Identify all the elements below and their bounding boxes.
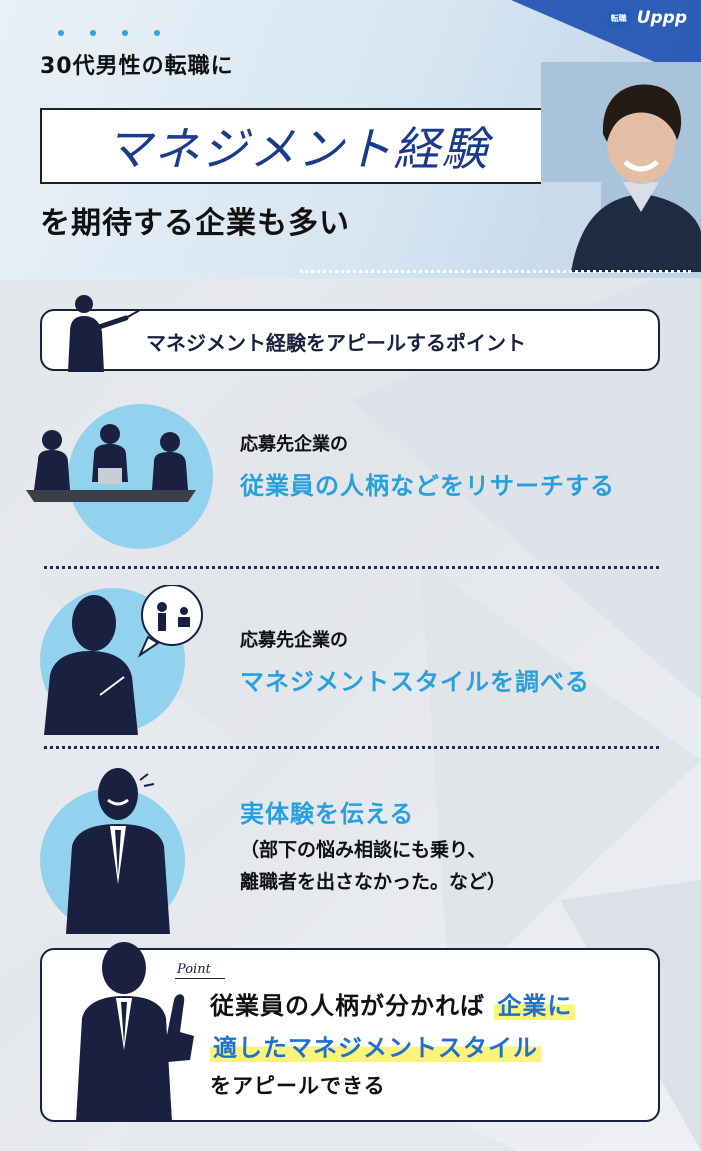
thumbs-up-man-silhouette-icon: [76, 942, 194, 1122]
header-banner: 転職 Uppp 30代男性の転職に マネジメント経験 を期待する企業も多い: [0, 0, 701, 278]
meeting-illustration-icon: [26, 424, 196, 502]
item2-lead: 応募先企業の: [240, 630, 348, 651]
item1-lead: 応募先企業の: [240, 434, 348, 455]
point-title-box: マネジメント経験をアピールするポイント: [40, 309, 660, 371]
brand-logo: 転職 Uppp: [606, 8, 687, 28]
item3-note-line2: 離職者を出さなかった。など）: [240, 871, 507, 893]
separator-1: [44, 566, 659, 569]
header-title: マネジメント経験: [105, 122, 490, 176]
header-tail: を期待する企業も多い: [40, 206, 350, 241]
man-in-suit-illustration-icon: [66, 768, 170, 934]
summary-line3: をアピールできる: [210, 1074, 386, 1098]
summary-line1-a: 従業員の人柄が分かれば: [210, 992, 485, 1020]
item3-note: （部下の悩み相談にも乗り、 離職者を出さなかった。など）: [240, 834, 506, 898]
point-script-label: Point: [175, 962, 225, 979]
smiling-man-photo: [541, 62, 701, 272]
logo-word: Uppp: [636, 8, 687, 28]
summary-line2: 適したマネジメントスタイル: [210, 1028, 541, 1063]
item2-main: マネジメントスタイルを調べる: [240, 668, 590, 696]
logo-badge: 転職: [606, 10, 631, 26]
header-title-box: マネジメント経験: [40, 108, 555, 184]
summary-highlight-1: 企業に: [494, 992, 576, 1020]
item1-main: 従業員の人柄などをリサーチする: [240, 472, 615, 500]
item1-circle: [68, 404, 213, 549]
header-dots: [58, 30, 160, 36]
header-subtitle: 30代男性の転職に: [40, 54, 234, 79]
presenter-silhouette-icon: [68, 295, 141, 372]
header-dotline: [300, 270, 691, 273]
summary-highlight-2: 適したマネジメントスタイル: [210, 1034, 541, 1062]
separator-2: [44, 746, 659, 749]
man-with-phone-illustration-icon: [44, 585, 203, 735]
point-title: マネジメント経験をアピールするポイント: [146, 331, 526, 355]
item3-main: 実体験を伝える: [240, 800, 415, 828]
item3-note-line1: （部下の悩み相談にも乗り、: [240, 839, 487, 861]
summary-line1: 従業員の人柄が分かれば 企業に: [210, 986, 576, 1021]
